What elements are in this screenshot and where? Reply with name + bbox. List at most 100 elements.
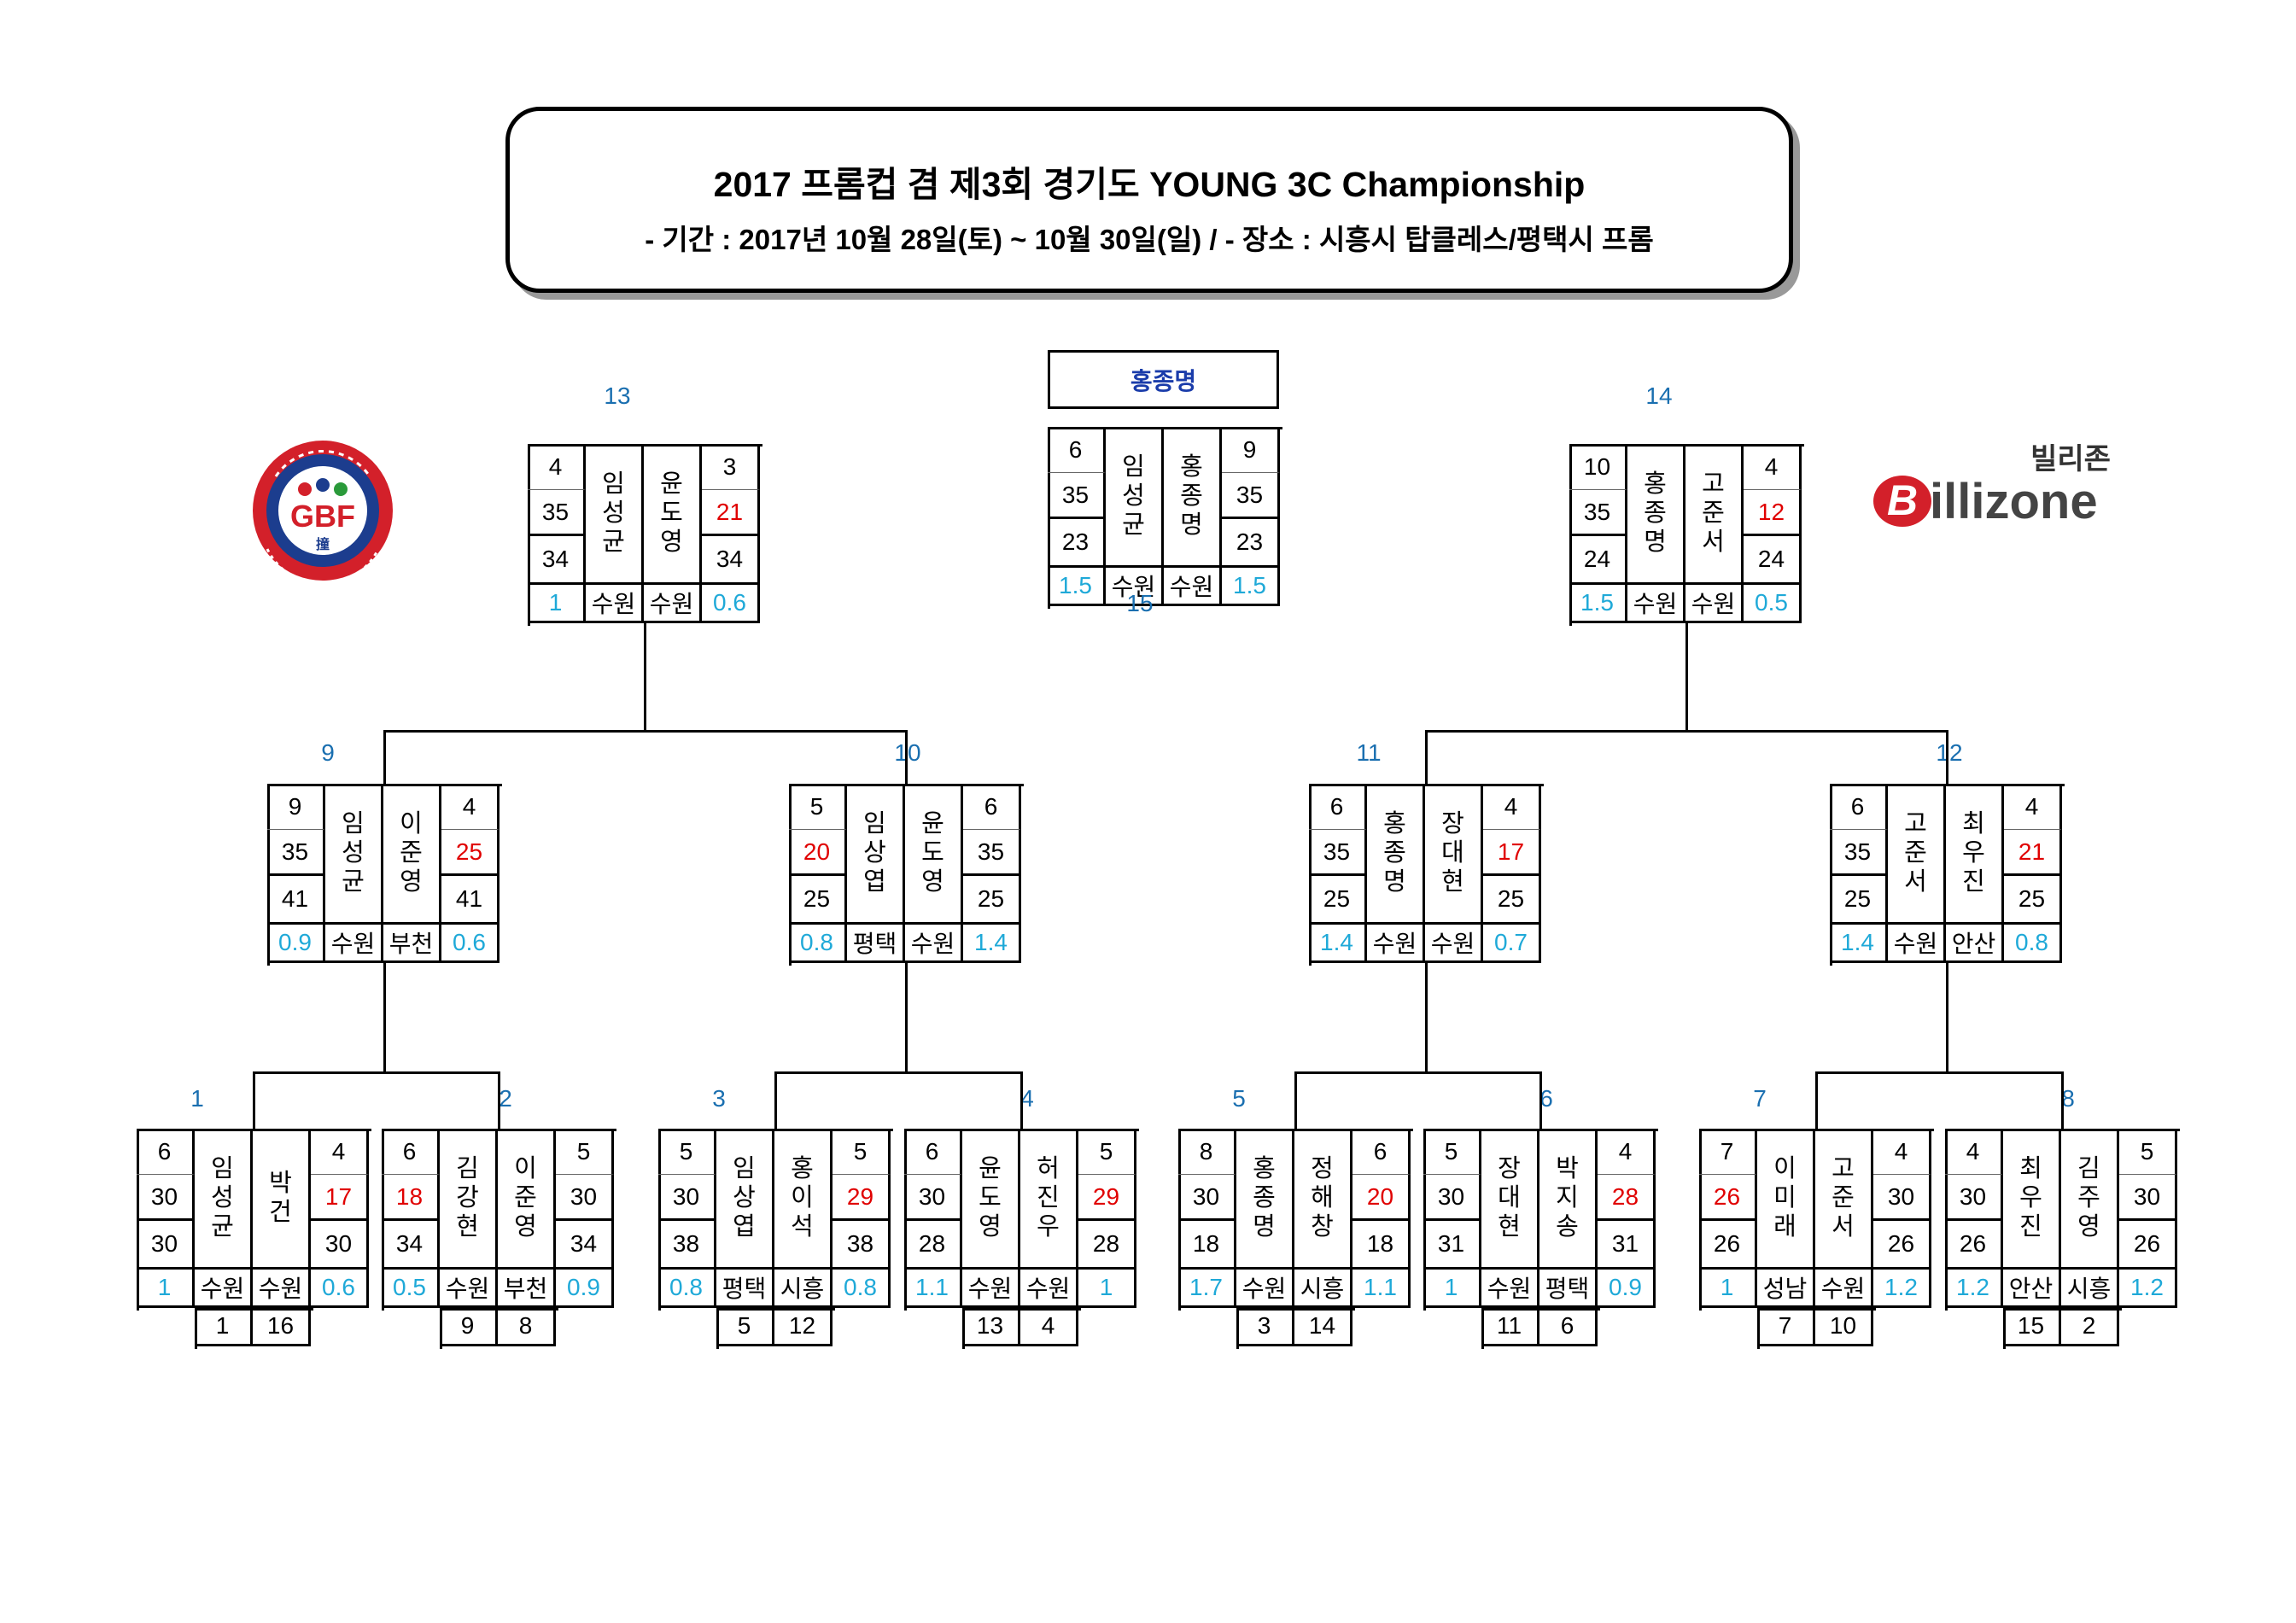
- player-name-char: 성: [211, 1184, 234, 1211]
- player-name-char: 준: [1904, 839, 1927, 867]
- player-name-char: 종: [1180, 482, 1203, 510]
- p1-score: 35: [1048, 473, 1106, 519]
- p2-average: 1.2: [2119, 1270, 2177, 1308]
- p1-score: 20: [789, 830, 847, 876]
- p2-score: 35: [963, 830, 1021, 876]
- p1-innings: 26: [1699, 1221, 1757, 1270]
- seed-row: [2003, 1308, 2122, 1349]
- connector-vertical: [1685, 623, 1688, 730]
- p2-innings: 18: [1352, 1221, 1411, 1270]
- player-name-char: 임: [733, 1155, 756, 1182]
- p2-innings: 26: [1873, 1221, 1931, 1270]
- player-name-char: 박: [1556, 1155, 1579, 1182]
- player-name-char: 현: [1498, 1213, 1521, 1241]
- p1-handicap: 6: [137, 1129, 195, 1175]
- player-name-char: 서: [1702, 528, 1725, 556]
- match-number: 2: [499, 1085, 512, 1112]
- player-name-char: 진: [1037, 1184, 1060, 1211]
- seed-row: [1236, 1308, 1355, 1349]
- player-name-char: 김: [456, 1155, 479, 1182]
- player-name-char: 고: [1702, 470, 1725, 498]
- p1-region: 평택: [716, 1270, 774, 1308]
- player-name-char: 홍: [791, 1155, 814, 1182]
- player-name-char: 성: [602, 499, 625, 527]
- p2-seed: 6: [1539, 1308, 1598, 1346]
- seed-row: [716, 1308, 835, 1349]
- player-name-char: 임: [863, 810, 886, 838]
- p1-handicap: 6: [382, 1129, 440, 1175]
- p2-handicap: 4: [2004, 784, 2062, 830]
- connector-horizontal: [774, 1071, 1023, 1074]
- player-name-char: 명: [1180, 511, 1203, 539]
- p1-innings: 34: [382, 1221, 440, 1270]
- p2-innings: 41: [441, 876, 500, 925]
- p2-handicap: 5: [2119, 1129, 2177, 1175]
- player-name-char: 상: [863, 839, 886, 867]
- p2-handicap: 4: [1873, 1129, 1931, 1175]
- p2-innings: 25: [2004, 876, 2062, 925]
- p1-average: 1.5: [1048, 568, 1106, 606]
- p1-handicap: 7: [1699, 1129, 1757, 1175]
- connector-vertical: [905, 730, 908, 784]
- p2-innings: 31: [1598, 1221, 1656, 1270]
- player-name-char: 엽: [863, 868, 886, 896]
- p1-handicap: 6: [904, 1129, 962, 1175]
- player-name-char: 우: [1962, 839, 1985, 867]
- connector-vertical: [1946, 730, 1948, 784]
- p1-innings: 28: [904, 1221, 962, 1270]
- player-name-char: 준: [1702, 499, 1725, 527]
- p1-average: 1.1: [904, 1270, 962, 1308]
- champion-box: 홍종명: [1048, 350, 1279, 409]
- p2-innings: 38: [833, 1221, 891, 1270]
- p1-score: 30: [1178, 1175, 1236, 1221]
- p1-average: 1.5: [1569, 585, 1627, 623]
- p2-innings: 24: [1744, 536, 1802, 585]
- connector-vertical: [905, 963, 908, 1071]
- player-name-char: 준: [1832, 1184, 1855, 1211]
- connector-horizontal: [1294, 1071, 1542, 1074]
- player-name-char: 창: [1311, 1213, 1334, 1241]
- player-name-char: 균: [1122, 511, 1145, 539]
- p1-score: 35: [1830, 830, 1888, 876]
- p1-handicap: 5: [1423, 1129, 1481, 1175]
- billizone-logo-icon: 빌리존 B illizone: [1873, 442, 2111, 529]
- p1-score: 30: [904, 1175, 962, 1221]
- p1-handicap: 4: [528, 444, 586, 490]
- tournament-title: 2017 프롬컵 겸 제3회 경기도 YOUNG 3C Championship: [713, 165, 1586, 204]
- player-name-char: 도: [979, 1184, 1002, 1211]
- p2-handicap: 6: [963, 784, 1021, 830]
- p1-handicap: 8: [1178, 1129, 1236, 1175]
- player-name-char: 우: [2019, 1184, 2042, 1211]
- player-name-char: 진: [1962, 868, 1985, 896]
- p2-average: 0.9: [556, 1270, 614, 1308]
- player-name-char: 석: [791, 1213, 814, 1241]
- p1-region: 성남: [1757, 1270, 1815, 1308]
- svg-text:B: B: [1887, 476, 1918, 524]
- p2-region: 수원: [1425, 925, 1483, 963]
- player-name-char: 고: [1904, 810, 1927, 838]
- connector-vertical: [383, 963, 386, 1071]
- p2-handicap: 4: [311, 1129, 369, 1175]
- player-name-char: 상: [733, 1184, 756, 1211]
- p2-average: 0.9: [1598, 1270, 1656, 1308]
- p2-seed: 4: [1020, 1308, 1078, 1346]
- p2-seed: 10: [1815, 1308, 1873, 1346]
- seed-row: [1757, 1308, 1876, 1349]
- player-name-char: 현: [456, 1213, 479, 1241]
- p1-score: 30: [1945, 1175, 2003, 1221]
- player-name-char: 홍: [1180, 453, 1203, 481]
- p2-innings: 34: [702, 536, 760, 585]
- p2-score: 30: [1873, 1175, 1931, 1221]
- connector-vertical: [644, 623, 646, 730]
- player-name-char: 허: [1037, 1155, 1060, 1182]
- p2-average: 0.6: [702, 585, 760, 623]
